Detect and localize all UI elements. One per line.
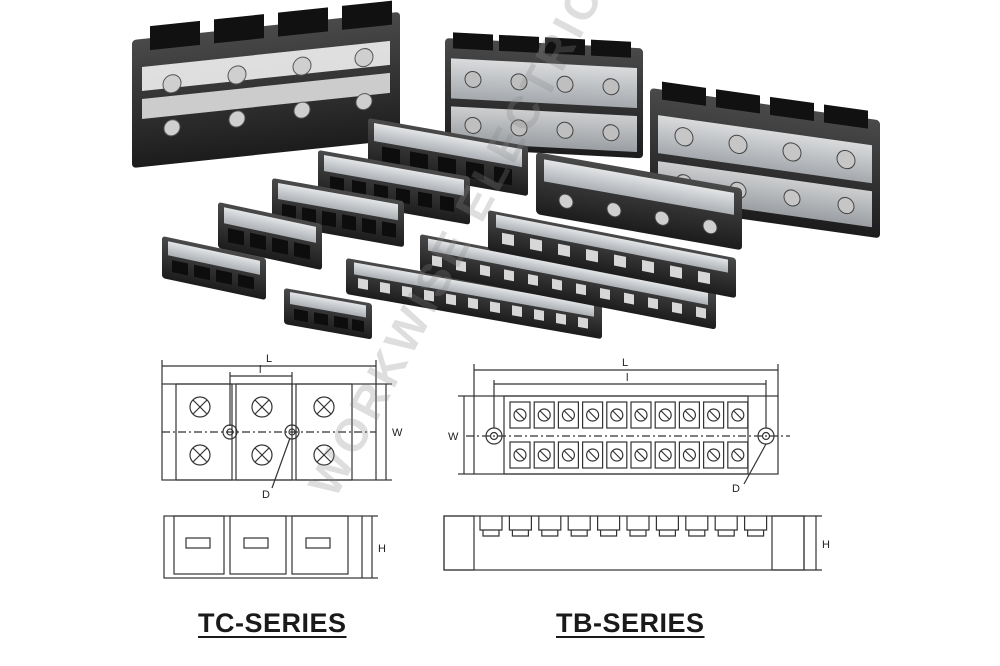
tb-terminal-cell xyxy=(557,441,580,469)
screw-icon xyxy=(585,448,600,462)
tc-dim-W: W xyxy=(392,427,403,439)
medium-block-4 xyxy=(218,202,322,270)
tc-dim-H: H xyxy=(378,543,386,555)
tb-terminal-cell xyxy=(557,401,580,429)
tb-dimension-labels: L l W D H xyxy=(448,357,830,551)
tb-side-terminal xyxy=(655,516,679,537)
screw-icon xyxy=(658,408,672,422)
tb-terminal-cell xyxy=(727,441,749,469)
screw-icon xyxy=(706,448,721,462)
screw-icon xyxy=(731,408,745,422)
tc-dim-D: D xyxy=(262,489,270,501)
long-strip-3 xyxy=(488,210,736,298)
tb-terminal-cell xyxy=(678,441,701,469)
small-block-bottom xyxy=(284,288,372,340)
tb-terminal-cell xyxy=(581,441,604,469)
tb-terminal-cell xyxy=(630,401,652,429)
screw-icon xyxy=(513,448,527,462)
tc-series-drawing xyxy=(161,360,392,579)
tb-side-view xyxy=(443,515,822,571)
tc-screw-icons xyxy=(189,396,335,466)
screw-icon xyxy=(731,448,745,462)
long-strip-1 xyxy=(346,258,602,339)
tb-dim-D: D xyxy=(732,483,740,495)
terminal-blocks-photo xyxy=(132,0,880,340)
tb-side-terminals xyxy=(479,516,768,537)
tc-dim-L: L xyxy=(266,353,272,365)
screw-icon xyxy=(513,408,527,422)
tb-side-terminal xyxy=(597,516,621,537)
tb-series-label: TB-SERIES xyxy=(556,608,705,638)
tb-side-terminal xyxy=(744,516,768,537)
tb-side-terminal xyxy=(479,516,503,537)
tc-dimension-labels: L l W D H xyxy=(259,353,403,555)
tb-terminal-cell xyxy=(509,441,531,469)
tb-series-drawing xyxy=(443,364,822,571)
screw-icon xyxy=(561,448,576,462)
screw-icon xyxy=(537,448,551,462)
tb-terminal-cell xyxy=(654,401,676,429)
tb-side-terminal xyxy=(508,516,532,537)
long-strip-2 xyxy=(420,234,716,330)
tb-dim-H: H xyxy=(822,539,830,551)
tb-side-terminal xyxy=(567,516,591,537)
screw-icon xyxy=(682,448,697,462)
screw-icon xyxy=(537,408,551,422)
tb-terminal-cell xyxy=(678,401,701,429)
screw-icon xyxy=(658,448,672,462)
large-block-top-center xyxy=(445,32,643,159)
screw-icon xyxy=(634,408,648,422)
medium-block-1 xyxy=(368,118,528,196)
screw-icon xyxy=(706,408,721,422)
screw-icon xyxy=(610,408,624,422)
tb-terminal-cell xyxy=(533,401,555,429)
large-block-top-left xyxy=(132,0,400,168)
screw-icon xyxy=(682,408,697,422)
tb-side-terminal xyxy=(714,516,738,537)
screw-icon xyxy=(634,448,648,462)
tc-side-view xyxy=(163,515,378,579)
tc-series-label: TC-SERIES xyxy=(198,608,347,638)
tb-terminal-cell xyxy=(702,441,725,469)
screw-icon xyxy=(561,408,576,422)
tc-top-view xyxy=(161,360,392,489)
tb-dim-l: l xyxy=(626,372,628,384)
tc-dim-l: l xyxy=(259,364,261,376)
tb-side-terminal xyxy=(685,516,709,537)
medium-block-2 xyxy=(318,150,470,225)
tb-side-terminal xyxy=(538,516,562,537)
tb-terminal-cell xyxy=(509,401,531,429)
screw-icon xyxy=(585,408,600,422)
tb-side-terminal xyxy=(626,516,650,537)
small-block-left xyxy=(162,236,266,300)
medium-block-right xyxy=(536,152,742,250)
tb-screw-icons-top xyxy=(509,401,749,469)
tb-dim-W: W xyxy=(448,431,459,443)
tb-terminal-cell xyxy=(654,441,676,469)
tb-terminal-cell xyxy=(702,401,725,429)
tb-dim-L: L xyxy=(622,357,628,369)
tb-terminal-cell xyxy=(630,441,652,469)
tb-terminal-cell xyxy=(727,401,749,429)
tb-terminal-cell xyxy=(606,441,628,469)
screw-icon xyxy=(610,448,624,462)
tb-terminal-cell xyxy=(606,401,628,429)
tb-terminal-cell xyxy=(581,401,604,429)
tb-terminal-cell xyxy=(533,441,555,469)
tb-top-view xyxy=(458,364,790,485)
